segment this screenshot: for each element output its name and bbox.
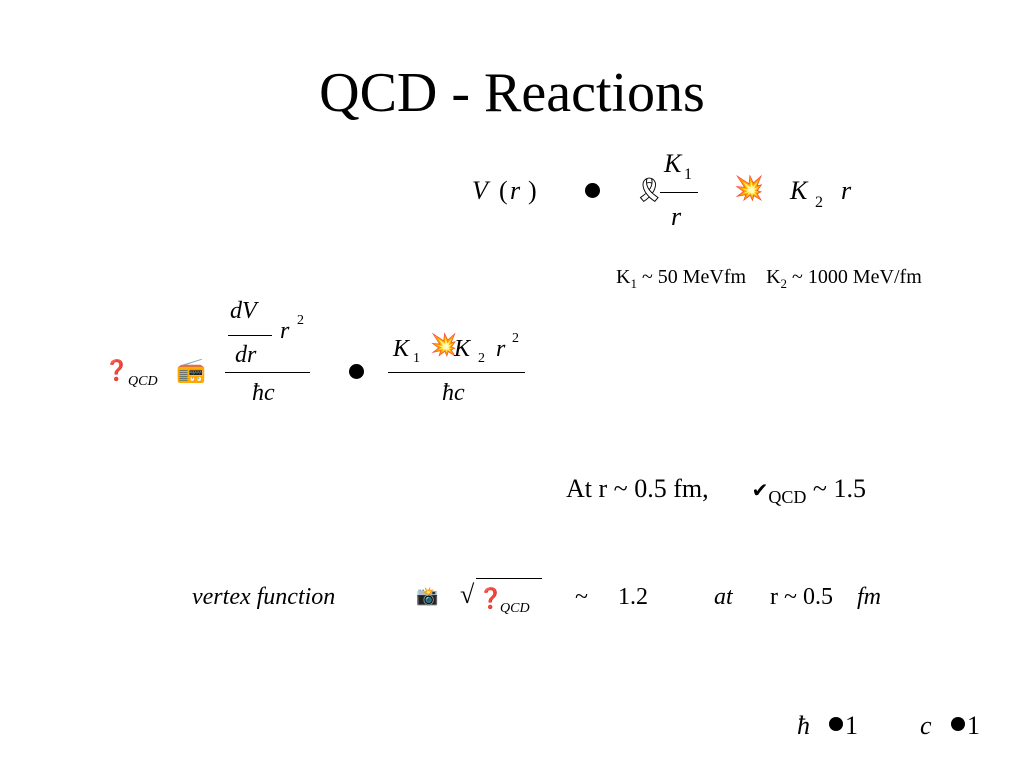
hbar-value: 1 [845,711,858,740]
k1-value: ~ 50 MeVfm [636,266,747,288]
eq2-left-fraction-bar [225,372,310,373]
equals-symbol-icon [951,717,965,731]
eq2-right-fraction-bar [388,372,525,373]
vertex-at: at [714,584,733,610]
vertex-alpha-sub: QCD [500,601,530,616]
vertex-value: 1.2 [618,584,648,610]
eq1-r-term: r [841,176,852,205]
eq1-V: V [472,176,488,205]
eq2-K2: K [454,336,471,362]
alpha-symbol-icon: ✔ [751,478,769,502]
minus-symbol-icon: 🎗 [634,176,665,204]
eq2-K1: K [393,336,410,362]
k1-label: K [616,266,631,288]
equals-symbol-icon [349,364,364,379]
vertex-r-text: r ~ 0.5 [770,584,833,610]
vertex-label: vertex function [192,584,336,610]
alpha-symbol-icon: ❓ [478,586,503,610]
plus-symbol-icon: 💥 [430,333,458,358]
alpha-value-statement: At r ~ 0.5 fm, ✔QCD ~ 1.5 [566,474,866,508]
equals-symbol-icon [829,717,843,731]
k1-sub: 1 [630,276,637,291]
sqrt-bar [476,578,542,579]
statement-suffix: ~ 1.5 [806,474,866,503]
eq1-lparen: ( [499,176,508,205]
k2-value: ~ 1000 MeV/fm [787,266,922,288]
eq1-r-denominator: r [671,202,682,231]
k2-label: K [766,266,781,288]
approx-symbol-icon: 📻 [176,356,206,384]
vertex-unit: fm [857,584,881,610]
eq2-K2-sub: 2 [478,351,485,366]
sqrt-symbol: √ [460,580,475,609]
eq2-dV: dV [230,298,257,324]
eq1-K1: K [664,149,682,178]
eq2-r-exp: 2 [297,313,304,328]
eq1-K2-sub: 2 [815,194,823,211]
eq1-K1-sub: 1 [684,166,692,183]
equals-symbol-icon [585,183,600,198]
eq2-r2-exp: 2 [512,331,519,346]
c-value: 1 [967,711,980,740]
eq2-derivative-bar [228,335,272,336]
alpha-sub: QCD [128,374,158,389]
eq2-K1-sub: 1 [413,351,420,366]
eq1-K2: K [790,176,808,205]
eq1-r: r [510,176,521,205]
constants-line: K1 ~ 50 MeVfm K2 ~ 1000 MeV/fm [616,266,922,292]
eq1-rparen: ) [528,176,537,205]
eq2-hbar-c-left: ħc [252,380,275,406]
statement-prefix: At r ~ 0.5 fm, [566,474,709,503]
proportional-symbol-icon: 📸 [416,586,439,607]
hbar-symbol: ħ [797,711,810,740]
eq2-hbar-c-right: ħc [442,380,465,406]
statement-sub: QCD [768,487,807,508]
c-symbol: c [920,711,932,740]
k2-sub: 2 [780,276,788,291]
alpha-symbol-icon: ❓ [104,358,129,382]
plus-symbol-icon: 💥 [734,174,764,202]
eq1-fraction-bar [660,192,698,193]
eq2-r2: r [496,336,506,362]
eq2-r: r [280,318,290,344]
slide-title: QCD - Reactions [319,62,705,124]
eq2-dr: dr [235,342,257,368]
vertex-tilde: ~ [575,584,588,610]
